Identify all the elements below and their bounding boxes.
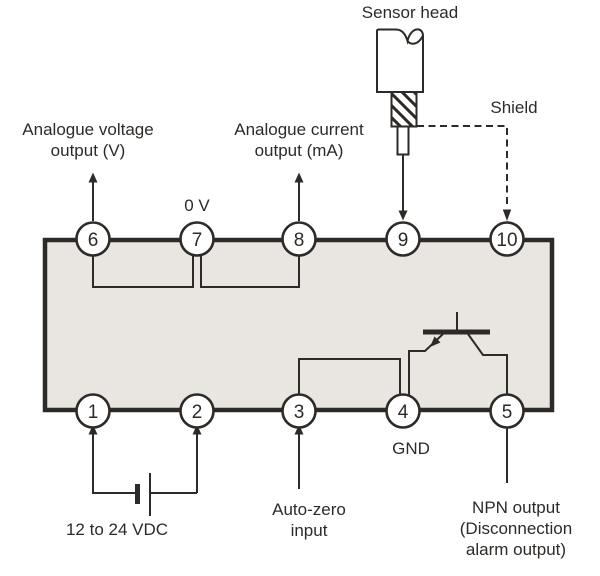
terminal-10-number: 10 — [496, 230, 517, 251]
terminal-5-number: 5 — [502, 402, 513, 423]
terminal-3: 3 — [281, 393, 317, 429]
terminal-2: 2 — [179, 393, 215, 429]
analogue-current-output-label: Analogue current output (mA) — [234, 120, 364, 160]
sensor-head-body — [376, 28, 424, 93]
sensor-head-thread-hatch — [391, 92, 417, 127]
terminal-9-number: 9 — [398, 230, 409, 251]
sensor-head-break-curve — [406, 35, 424, 45]
terminal-9: 9 — [385, 221, 421, 257]
terminal-1: 1 — [75, 393, 111, 429]
terminal-7: 7 — [179, 221, 215, 257]
internal-link-6-7 — [92, 252, 194, 288]
internal-link-7-8 — [200, 252, 300, 288]
terminal-8-number: 8 — [294, 230, 305, 251]
terminal-5: 5 — [489, 393, 525, 429]
gnd-label: GND — [392, 439, 430, 458]
shield-wire — [417, 125, 508, 208]
auto-zero-input-label: Auto-zero input — [272, 500, 346, 540]
zero-volt-label: 0 V — [184, 196, 210, 215]
terminal-4-number: 4 — [398, 402, 409, 423]
transistor-emitter-arrow-icon — [430, 336, 441, 347]
terminal-3-number: 3 — [294, 402, 305, 423]
shield-label: Shield — [490, 98, 538, 117]
battery-symbol — [88, 424, 202, 516]
analogue-voltage-output-label: Analogue voltage output (V) — [22, 120, 154, 160]
terminal-2-number: 2 — [192, 402, 203, 423]
npn-output-label: NPN output (Disconnection alarm output) — [459, 498, 573, 559]
npn-transistor-symbol — [408, 312, 508, 395]
terminal-8: 8 — [281, 221, 317, 257]
sensor-head-drawing — [376, 28, 424, 221]
internal-link-3-4 — [298, 358, 401, 395]
terminal-10: 10 — [489, 221, 525, 257]
shield-arrow-icon — [502, 209, 512, 221]
terminal-6-number: 6 — [88, 230, 99, 251]
transistor-collector-wire — [467, 333, 508, 394]
sensor-head-tip — [396, 125, 410, 156]
terminal-4: 4 — [385, 393, 421, 429]
power-supply-label: 12 to 24 VDC — [65, 520, 169, 539]
terminal-7-number: 7 — [192, 230, 203, 251]
terminal-6: 6 — [75, 221, 111, 257]
sensor-head-label: Sensor head — [361, 3, 459, 22]
terminal-1-number: 1 — [88, 402, 99, 423]
